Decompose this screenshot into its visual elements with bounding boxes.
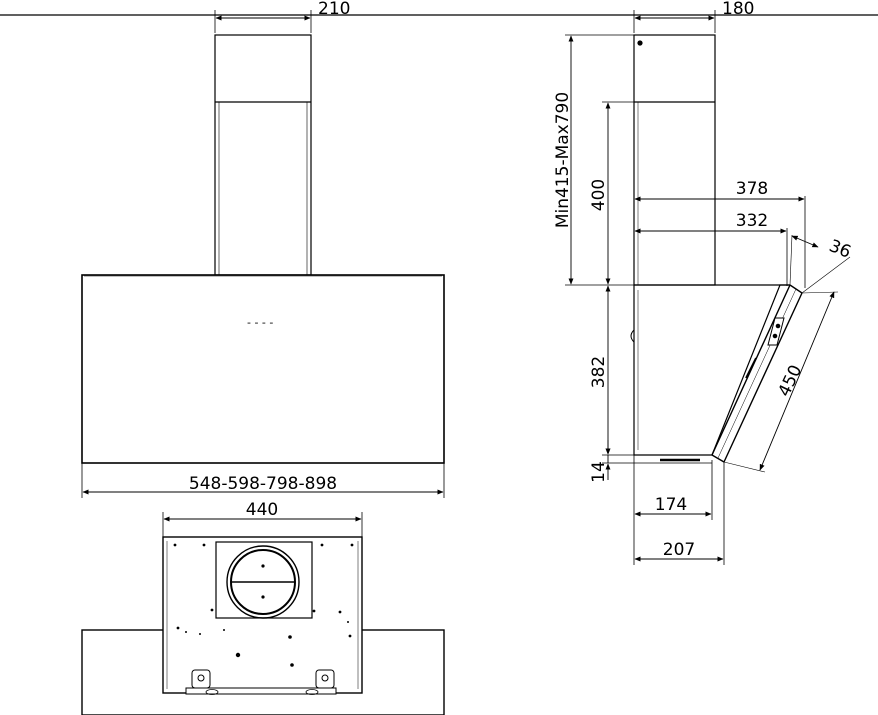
chimney	[214, 34, 312, 276]
bottom-view	[81, 536, 445, 715]
side-view: 180 Min415-Max790 400 378 332	[553, 0, 854, 565]
dim-hood-width: 548-598-798-898	[81, 463, 445, 498]
dim-inner-depth: 332	[634, 211, 788, 286]
glass-length-label: 450	[775, 362, 807, 400]
top-depth-label: 378	[736, 179, 768, 199]
dim-body-height: 382	[589, 285, 634, 456]
hood-width-label: 548-598-798-898	[189, 474, 337, 494]
dim-chimney-lower: 400	[589, 101, 634, 285]
front-view: 210 - - - - 548-598-798-898 440	[81, 0, 445, 715]
mount-width-label: 440	[246, 500, 278, 520]
side-chimney	[633, 34, 716, 286]
base-height-label: 14	[589, 461, 609, 483]
mounting-holes	[173, 543, 354, 667]
chimney-width-label: 210	[318, 0, 350, 19]
dim-base-depth: 174	[633, 455, 713, 565]
total-depth-label: 207	[663, 540, 695, 560]
dim-chimney-height-range: Min415-Max790	[553, 34, 634, 286]
glass-thickness-label: 36	[826, 236, 854, 263]
dim-glass-thickness: 36	[789, 234, 854, 294]
inner-depth-label: 332	[736, 211, 768, 231]
dim-total-depth: 207	[634, 462, 725, 565]
chimney-height-range-label: Min415-Max790	[553, 92, 573, 228]
dim-top-depth: 378	[634, 179, 806, 288]
base-depth-label: 174	[655, 495, 687, 515]
chimney-lower-label: 400	[589, 179, 609, 211]
body-height-label: 382	[589, 356, 609, 388]
vent-fan-icon	[226, 545, 300, 619]
dim-base-height: 14	[589, 440, 712, 483]
dim-chimney-width: 210	[214, 0, 350, 33]
hood-panel: - - - -	[81, 274, 445, 464]
dim-mount-width: 440	[162, 500, 363, 540]
side-body	[630, 284, 790, 462]
hinge-right	[315, 669, 335, 689]
chimney-depth-label: 180	[722, 0, 754, 19]
hinge-left	[191, 669, 211, 689]
dim-chimney-depth: 180	[633, 0, 754, 33]
control-marks: - - - -	[247, 316, 273, 329]
